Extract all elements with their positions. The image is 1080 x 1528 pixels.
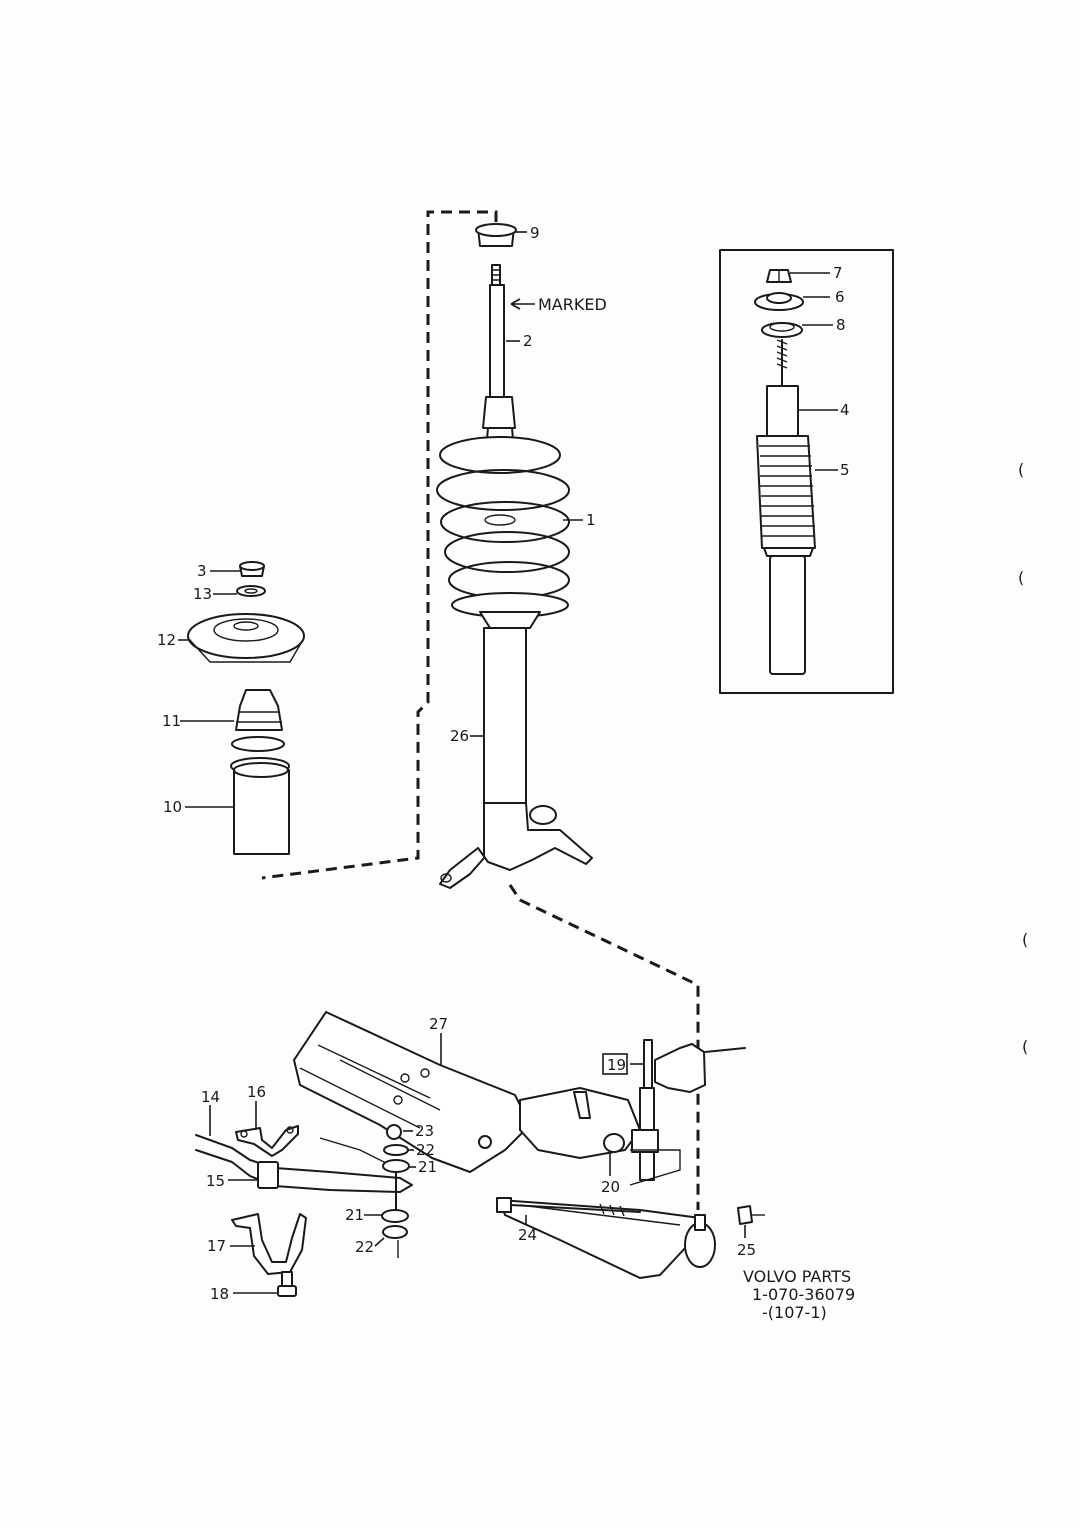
part-19-box [602, 1053, 628, 1075]
label-part-24: 24 [518, 1226, 537, 1244]
label-part-9: 9 [530, 224, 540, 242]
label-part-22a: 22 [416, 1141, 435, 1159]
dashed-connector-lines [261, 210, 700, 1210]
label-part-23: 23 [415, 1122, 434, 1140]
label-part-8: 8 [836, 316, 846, 334]
inset-shock-absorber [754, 269, 816, 675]
inset-frame [719, 249, 894, 694]
margin-marks: ( ( ( ( [1018, 460, 1028, 1056]
label-part-21b: 21 [345, 1206, 364, 1224]
label-part-1: 1 [586, 511, 596, 529]
label-part-3: 3 [197, 562, 207, 580]
label-part-14: 14 [201, 1088, 220, 1106]
label-part-11: 11 [162, 712, 181, 730]
stabilizer-assembly [195, 1124, 413, 1297]
leader-lines [178, 231, 838, 1294]
label-part-20: 20 [601, 1178, 620, 1196]
label-part-22b: 22 [355, 1238, 374, 1256]
margin-mark: ( [1022, 1037, 1028, 1056]
footer-ref: -(107-1) [762, 1303, 827, 1322]
margin-mark: ( [1022, 930, 1028, 949]
left-mount-stack [187, 561, 305, 855]
footer-reference: VOLVO PARTS 1-070-36079 -(107-1) [743, 1267, 855, 1322]
label-part-16: 16 [247, 1083, 266, 1101]
label-part-21a: 21 [418, 1158, 437, 1176]
main-strut-assembly [436, 223, 593, 889]
label-part-2: 2 [523, 332, 533, 350]
label-part-18: 18 [210, 1285, 229, 1303]
label-part-5: 5 [840, 461, 850, 479]
part-labels: 9 2 1 26 3 13 12 11 10 7 6 8 4 5 27 14 1… [157, 224, 850, 1303]
label-part-25: 25 [737, 1241, 756, 1259]
label-part-19: 19 [607, 1056, 626, 1074]
label-part-15: 15 [206, 1172, 225, 1190]
label-part-17: 17 [207, 1237, 226, 1255]
margin-mark: ( [1018, 568, 1024, 587]
label-part-4: 4 [840, 401, 850, 419]
marked-annotation: MARKED [538, 295, 607, 314]
footer-part-number: 1-070-36079 [752, 1285, 855, 1304]
margin-mark: ( [1018, 460, 1024, 479]
label-part-26: 26 [450, 727, 469, 745]
label-part-7: 7 [833, 264, 843, 282]
label-part-12: 12 [157, 631, 176, 649]
footer-brand: VOLVO PARTS [743, 1267, 851, 1286]
label-part-6: 6 [835, 288, 845, 306]
label-part-10: 10 [163, 798, 182, 816]
crossmember-assembly [293, 1011, 765, 1279]
label-part-27: 27 [429, 1015, 448, 1033]
label-part-13: 13 [193, 585, 212, 603]
